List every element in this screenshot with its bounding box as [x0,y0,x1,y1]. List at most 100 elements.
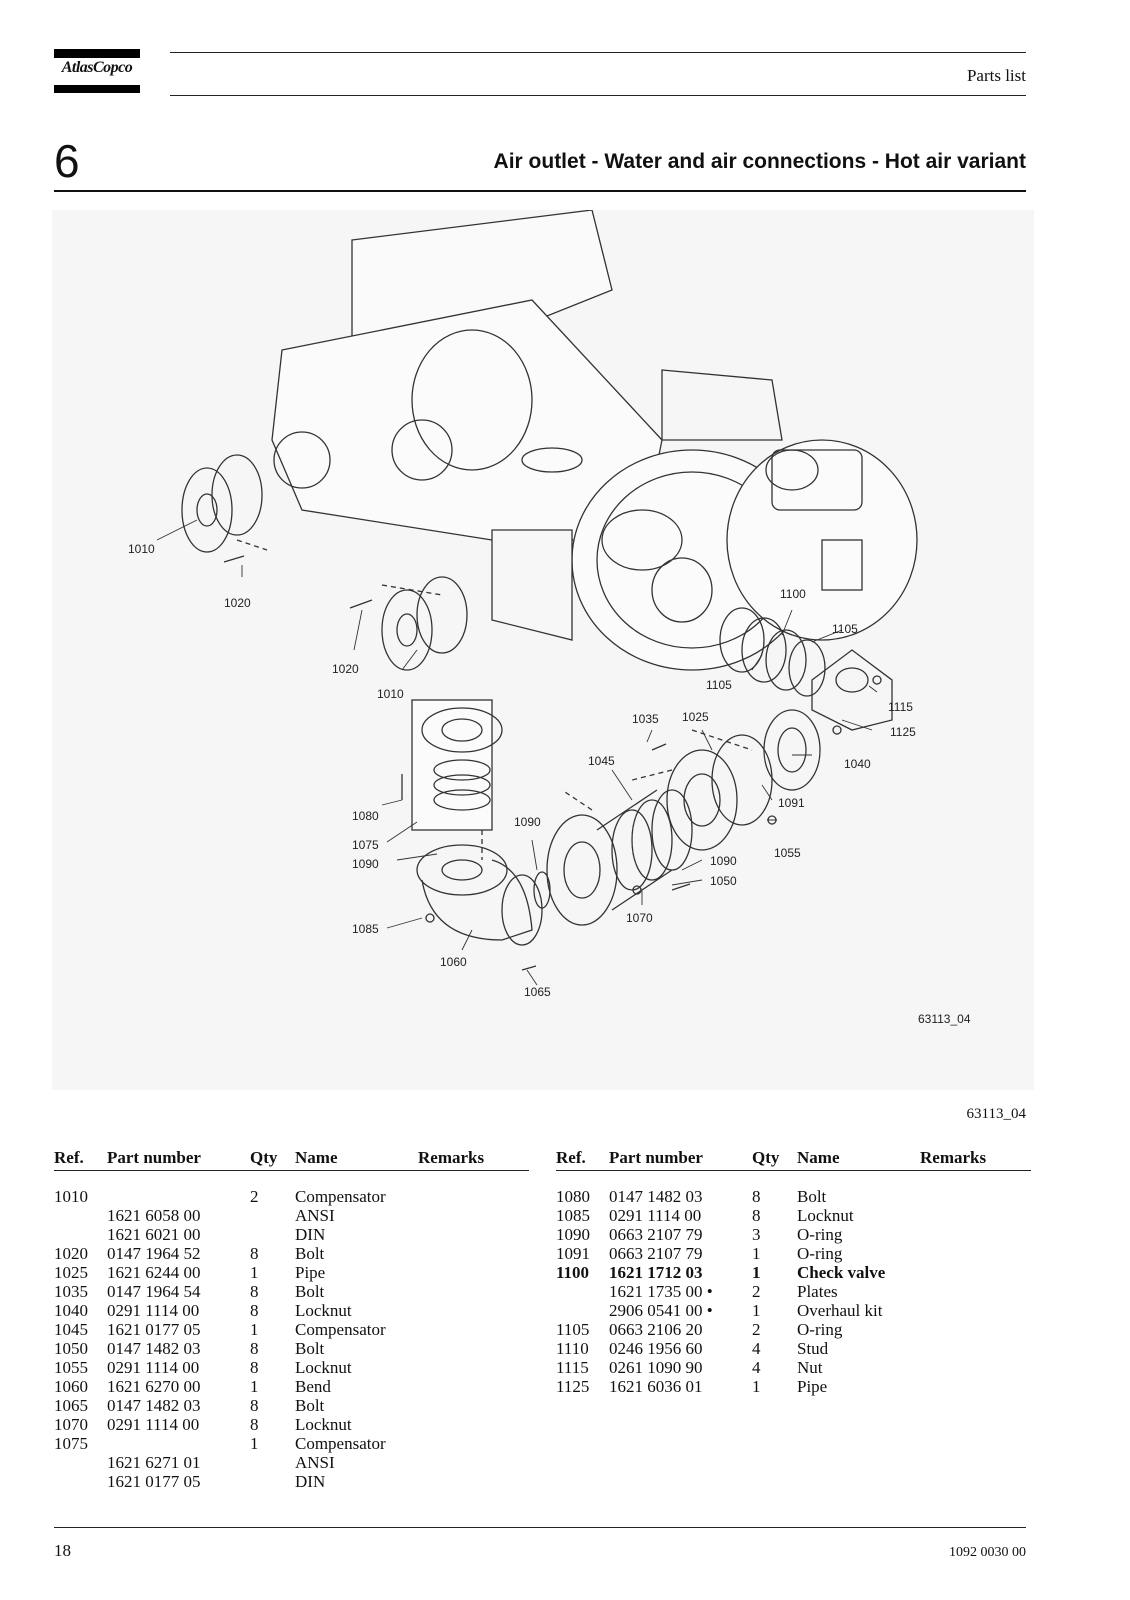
part-number-cell: 1621 6058 00 [107,1206,201,1225]
part-number-cell: 0291 1114 00 [107,1301,200,1320]
part-number-cell: 1621 1735 00 • [609,1282,713,1301]
qty-cell: 4 [752,1358,761,1377]
name-cell: Compensator [295,1187,386,1206]
callout: 1020 [332,662,359,676]
name-cell: O-ring [797,1225,843,1244]
ref-cell: 1045 [54,1320,88,1339]
ref-cell: 1110 [556,1339,589,1358]
section-label: Parts list [966,66,1026,85]
exploded-view-illustration: 1010 1020 1020 1010 1100 1105 1105 1115 … [52,210,1034,1090]
name-cell: Bolt [295,1396,325,1415]
figure-caption-id: 63113_04 [966,1106,1026,1122]
chapter-number: 6 [54,135,80,187]
name-cell: Plates [797,1282,838,1301]
exploded-view-drawing: 1010 1020 1020 1010 1100 1105 1105 1115 … [128,210,971,1026]
part-number-cell: 1621 6244 00 [107,1263,201,1282]
ref-cell: 1020 [54,1244,88,1263]
qty-cell: 8 [250,1358,259,1377]
callout: 1065 [524,985,551,999]
ref-cell: 1090 [556,1225,590,1244]
name-cell: Nut [797,1358,823,1377]
header-remarks: Remarks [418,1148,485,1167]
name-cell: DIN [295,1472,326,1491]
name-cell: O-ring [797,1244,843,1263]
callout: 1090 [514,815,541,829]
part-number-cell: 0291 1114 00 [107,1358,200,1377]
page-title: Air outlet - Water and air connections -… [493,150,1026,173]
part-number-cell: 0663 2107 79 [609,1225,703,1244]
name-cell: Check valve [797,1263,886,1282]
header-ref: Ref. [556,1148,586,1167]
qty-cell: 1 [250,1320,259,1339]
callout: 1050 [710,874,737,888]
ref-cell: 1125 [556,1377,590,1396]
part-number-cell: 0291 1114 00 [107,1415,200,1434]
qty-cell: 1 [752,1377,761,1396]
callout: 1090 [352,857,379,871]
table-row: 1621 1735 00 • 2 Plates [556,1282,1031,1301]
ref-cell: 1050 [54,1339,88,1358]
qty-cell: 1 [752,1263,761,1282]
name-cell: Pipe [295,1263,326,1282]
part-number-cell: 0147 1482 03 [107,1396,201,1415]
header-qty: Qty [752,1148,780,1167]
ref-cell: 1055 [54,1358,88,1377]
ref-cell: 1091 [556,1244,590,1263]
qty-cell: 4 [752,1339,761,1358]
header-rule-bottom [170,95,1026,96]
name-cell: Bend [295,1377,331,1396]
qty-cell: 2 [752,1320,761,1339]
logo-bar-top [54,49,140,58]
header-part-number: Part number [609,1148,703,1167]
qty-cell: 2 [752,1282,761,1301]
part-number-cell: 2906 0541 00 • [609,1301,713,1320]
name-cell: Bolt [295,1282,325,1301]
name-cell: Compensator [295,1320,386,1339]
name-cell: Locknut [295,1415,352,1434]
name-cell: Locknut [797,1206,854,1225]
qty-cell: 1 [752,1301,761,1320]
part-number-cell: 1621 6271 01 [107,1453,201,1472]
qty-cell: 8 [250,1415,259,1434]
name-cell: O-ring [797,1320,843,1339]
callout: 1075 [352,838,379,852]
qty-cell: 8 [250,1244,259,1263]
callout: 1025 [682,710,709,724]
footer-rule [54,1527,1026,1528]
part-number-cell: 1621 1712 03 [609,1263,703,1282]
qty-cell: 8 [752,1187,761,1206]
part-number-cell: 0663 2106 20 [609,1320,703,1339]
table-header: Ref. Part number Qty Name Remarks [556,1148,1031,1171]
part-number-cell: 1621 6270 00 [107,1377,201,1396]
header-part-number: Part number [107,1148,201,1167]
part-number-cell: 0147 1482 03 [107,1339,201,1358]
name-cell: Stud [797,1339,829,1358]
logo-text: AtlasCopco [61,59,133,76]
callout: 1055 [774,846,801,860]
callout: 1035 [632,712,659,726]
part-number-cell: 0261 1090 90 [609,1358,703,1377]
name-cell: Compensator [295,1434,386,1453]
callout: 1040 [844,757,871,771]
qty-cell: 1 [250,1263,259,1282]
callout: 1091 [778,796,805,810]
ref-cell: 1115 [556,1358,589,1377]
qty-cell: 1 [752,1244,761,1263]
ref-cell: 1080 [556,1187,590,1206]
logo-bar-bottom [54,85,140,93]
